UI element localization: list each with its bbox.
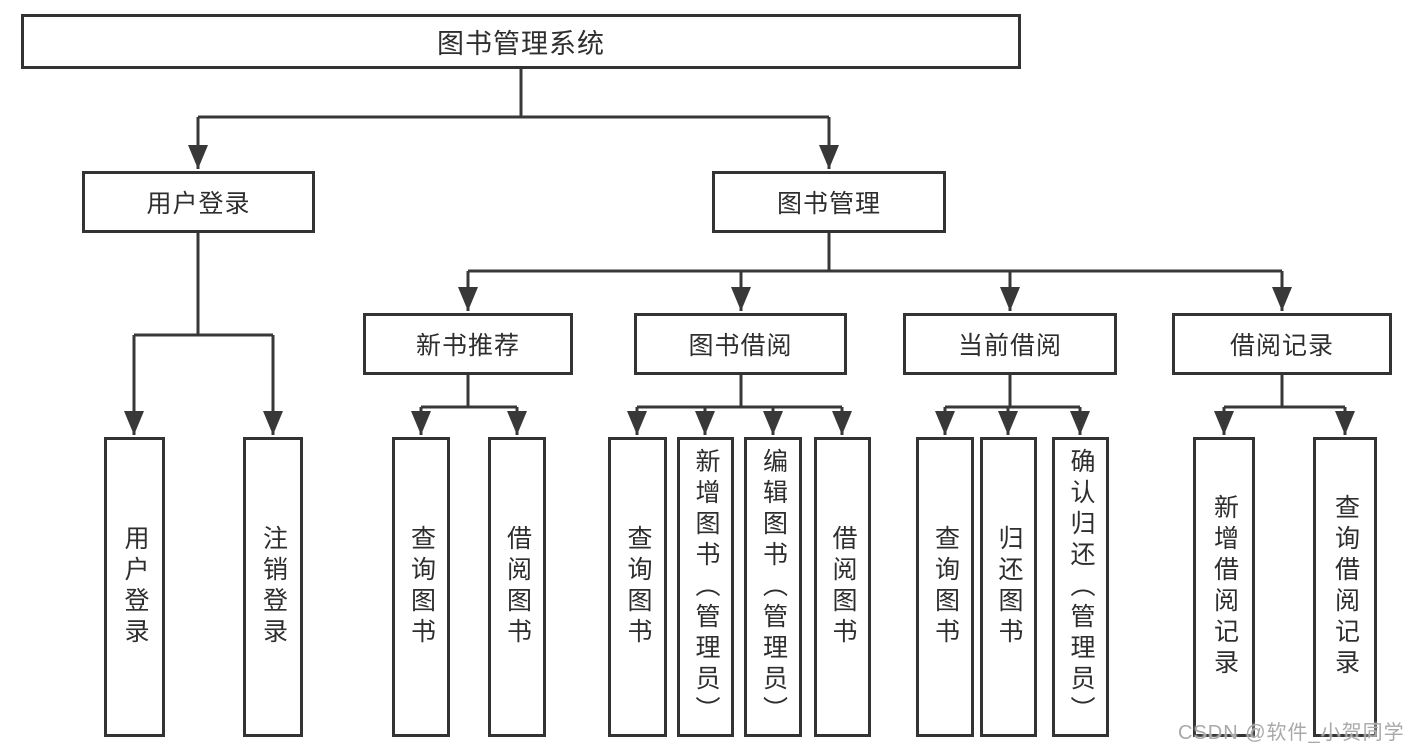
edge-book-borrowing-rail	[637, 375, 842, 409]
node-leaf-br-query-record: 查询借阅记录	[1313, 437, 1377, 737]
edge-rails	[134, 69, 1345, 409]
node-leaf-cb-confirm-return-admin: 确认归还（管理员）	[1052, 437, 1109, 737]
arrows-to-level2	[188, 117, 839, 169]
node-leaf-bb-edit-books-admin-label: 编辑图书（管理员）	[759, 447, 788, 727]
node-book-management-label: 图书管理	[776, 190, 881, 218]
csdn-watermark: CSDN @软件_小贺同学	[1178, 722, 1405, 744]
node-leaf-bb-borrow-books: 借阅图书	[814, 437, 871, 737]
node-leaf-bb-borrow-books-label: 借阅图书	[829, 525, 857, 649]
node-leaf-br-add-record: 新增借阅记录	[1193, 437, 1255, 737]
node-leaf-bb-edit-books-admin: 编辑图书（管理员）	[744, 437, 802, 737]
edge-borrowing-records-rail	[1224, 375, 1345, 409]
node-current-borrowing: 当前借阅	[903, 313, 1117, 375]
node-leaf-bb-query-books-label: 查询图书	[624, 525, 652, 649]
arrows-to-level3	[458, 271, 1292, 311]
node-leaf-nbr-borrow-books: 借阅图书	[488, 437, 546, 737]
node-root-label: 图书管理系统	[437, 29, 605, 59]
node-borrowing-records-label: 借阅记录	[1229, 332, 1334, 360]
node-root: 图书管理系统	[21, 14, 1021, 69]
node-leaf-cb-confirm-return-admin-label: 确认归还（管理员）	[1067, 447, 1095, 727]
edge-current-borrowing-rail	[945, 375, 1080, 409]
node-new-book-recommend: 新书推荐	[363, 313, 573, 375]
edge-new-book-recommend-rail	[421, 375, 517, 409]
node-leaf-bb-add-books-admin-label: 新增图书（管理员）	[692, 447, 720, 727]
node-user-login: 用户登录	[82, 171, 315, 233]
node-leaf-br-query-record-label: 查询借阅记录	[1331, 494, 1360, 680]
node-leaf-logout-label: 注销登录	[259, 525, 288, 649]
node-user-login-label: 用户登录	[146, 190, 251, 218]
node-current-borrowing-label: 当前借阅	[957, 332, 1062, 360]
node-leaf-cb-return-books: 归还图书	[980, 437, 1037, 737]
node-leaf-cb-query-books: 查询图书	[916, 437, 974, 737]
node-leaf-user-login: 用户登录	[104, 437, 165, 737]
node-leaf-user-login-label: 用户登录	[121, 525, 149, 649]
edge-user-login-rail	[134, 233, 273, 337]
node-leaf-cb-query-books-label: 查询图书	[931, 525, 960, 649]
node-leaf-bb-add-books-admin: 新增图书（管理员）	[677, 437, 734, 737]
edge-root-rail	[198, 69, 829, 119]
node-leaf-logout: 注销登录	[243, 437, 303, 737]
node-leaf-nbr-query-books-label: 查询图书	[407, 525, 436, 649]
node-leaf-bb-query-books: 查询图书	[608, 437, 667, 737]
arrows-to-leaves	[124, 335, 1355, 435]
node-book-management: 图书管理	[712, 171, 946, 233]
node-leaf-nbr-query-books: 查询图书	[392, 437, 450, 737]
edge-book-management-rail	[468, 233, 1282, 273]
node-leaf-br-add-record-label: 新增借阅记录	[1210, 494, 1239, 680]
node-book-borrowing-label: 图书借阅	[688, 332, 793, 360]
node-book-borrowing: 图书借阅	[634, 313, 847, 375]
node-borrowing-records: 借阅记录	[1172, 313, 1392, 375]
node-leaf-nbr-borrow-books-label: 借阅图书	[503, 525, 532, 649]
node-new-book-recommend-label: 新书推荐	[415, 332, 520, 360]
node-leaf-cb-return-books-label: 归还图书	[995, 525, 1023, 649]
